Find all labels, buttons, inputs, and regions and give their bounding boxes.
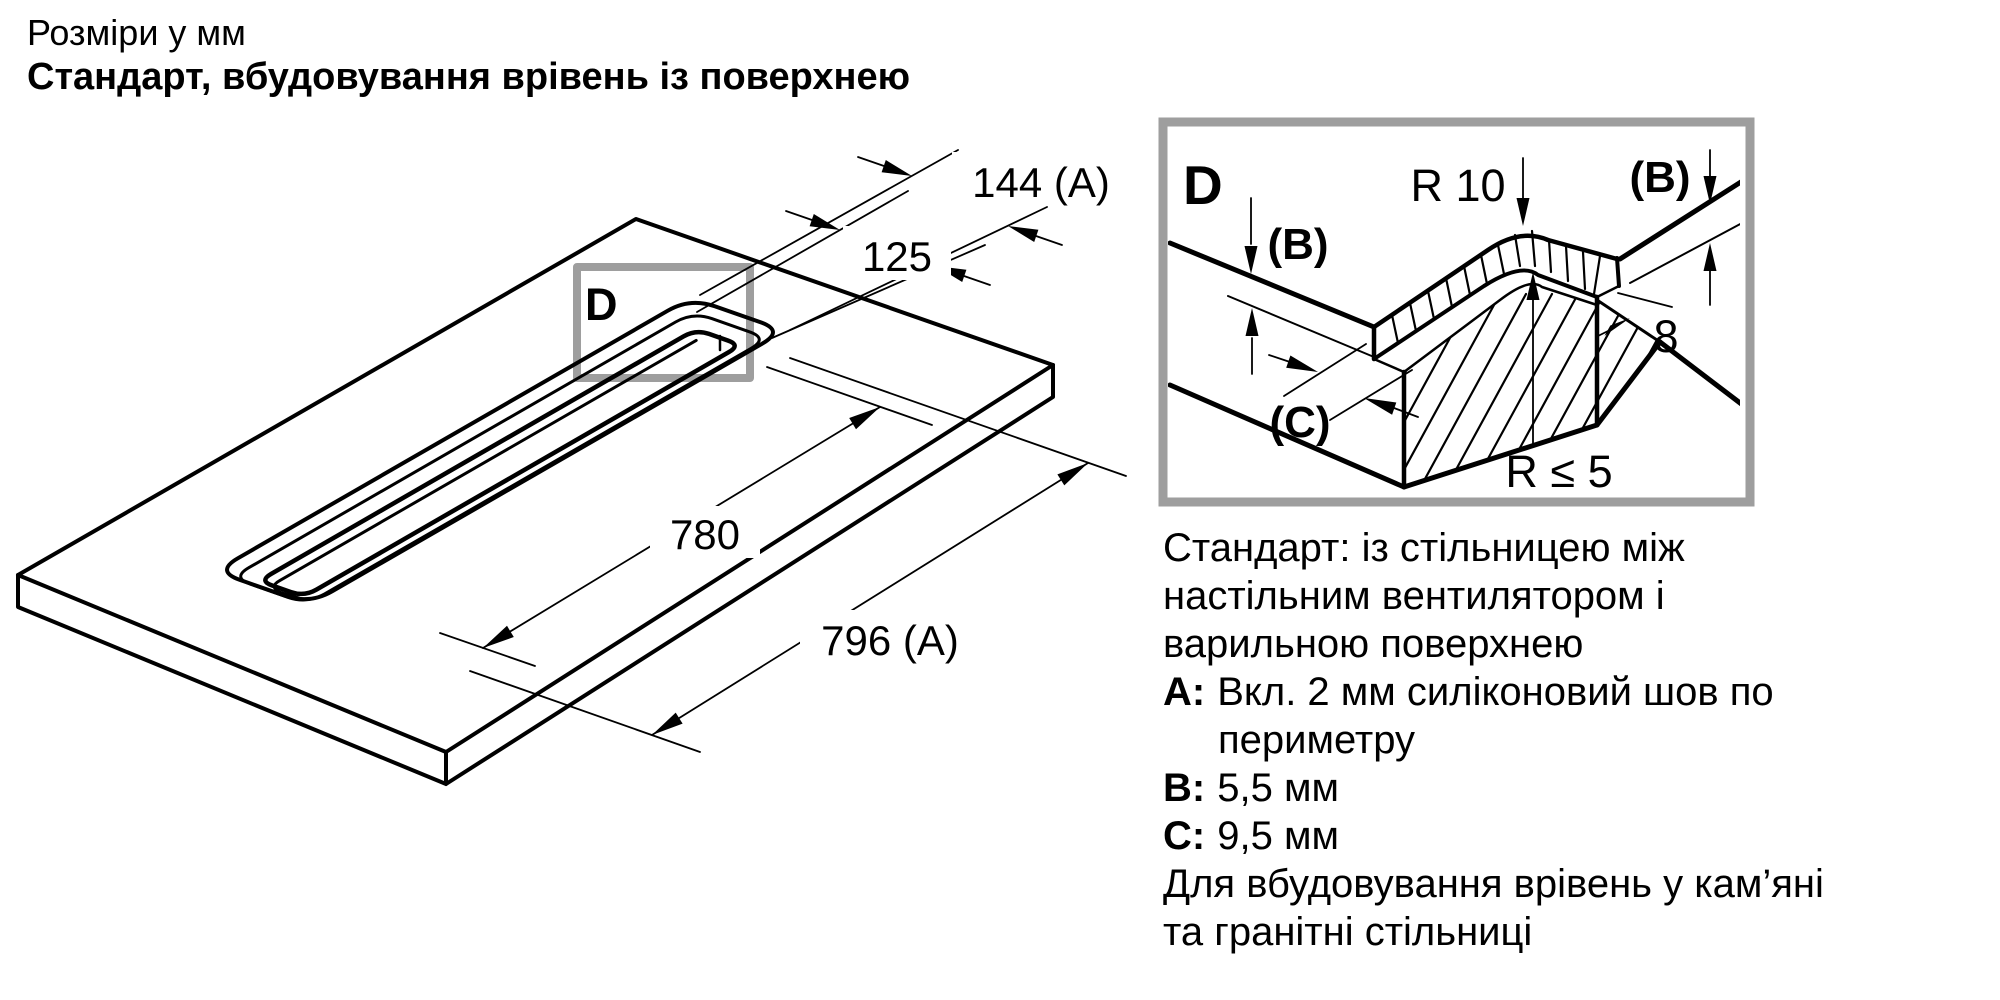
label-gap-left: (B): [1267, 220, 1328, 269]
detail-marker-label: D: [585, 279, 618, 330]
detail-callout-box: [573, 263, 754, 382]
note-intro-1: Стандарт: із стільницею між: [1163, 526, 1685, 570]
units-note: Розміри у мм: [27, 12, 246, 53]
dimension-arrowheads: [483, 160, 1088, 735]
note-key-b: B:: [1163, 766, 1206, 810]
cutout-through-hole: [263, 329, 737, 597]
note-intro-2: настільним вентилятором і: [1163, 574, 1665, 618]
note-intro-3: варильною поверхнею: [1163, 622, 1584, 666]
hole-inner-wall: [272, 338, 698, 602]
note-key-a: A:: [1163, 670, 1206, 714]
worktop-side-faces: [16, 363, 1055, 786]
note-outro-1: Для вбудовування врівень у кам’яні: [1163, 862, 1824, 906]
dim-inner-length: 780: [670, 511, 740, 558]
label-ledge-width: 8: [1653, 311, 1678, 362]
detail-step-band: [1371, 229, 1620, 361]
detail-right-section: [1595, 179, 1740, 407]
note-item-b: B:5,5 мм: [1163, 764, 1993, 812]
band-hatch-ticks: [1390, 229, 1602, 345]
label-gap-right: (B): [1629, 153, 1690, 202]
detail-title-label: D: [1183, 154, 1223, 216]
label-depth: (C): [1269, 398, 1330, 447]
note-text-c: 9,5 мм: [1217, 814, 1339, 858]
dim-outer-length: 796 (A): [821, 617, 959, 664]
note-item-a: A:Вкл. 2 мм силіконовий шов по: [1163, 668, 1993, 716]
detail-dim-lines: [1250, 149, 1711, 446]
cutout-ledge-edge: [239, 314, 761, 602]
detail-arrowheads: [1244, 176, 1717, 415]
note-item-a-cont: периметру: [1218, 718, 1416, 762]
cutout-outer-recess: [225, 300, 775, 602]
detail-frame: [1158, 117, 1755, 507]
page-title: Стандарт, вбудовування врівень із поверх…: [27, 56, 911, 98]
worktop-isometric-view: 144 (A) 125 780 796 (A) D: [16, 149, 1130, 786]
detail-d-view: D R 10 (B) (B) (C) 8 R ≤ 5: [1168, 149, 1740, 497]
dim-outer-width: 144 (A): [972, 159, 1110, 206]
dim-inner-width: 125: [862, 233, 932, 280]
note-text-b: 5,5 мм: [1217, 766, 1339, 810]
detail-left-section: [1168, 240, 1407, 490]
note-text-a: Вкл. 2 мм силіконовий шов по: [1217, 670, 1774, 714]
title-block: Розміри у мм Стандарт, вбудовування врів…: [27, 12, 910, 100]
note-key-c: C:: [1163, 814, 1206, 858]
label-radius-outer: R 10: [1410, 160, 1505, 211]
label-radius-inner: R ≤ 5: [1505, 446, 1612, 497]
notes-block: Стандарт: із стільницею між настільним в…: [1163, 524, 1993, 956]
note-outro-2: та гранітні стільниці: [1163, 910, 1533, 954]
note-item-c: C:9,5 мм: [1163, 812, 1993, 860]
